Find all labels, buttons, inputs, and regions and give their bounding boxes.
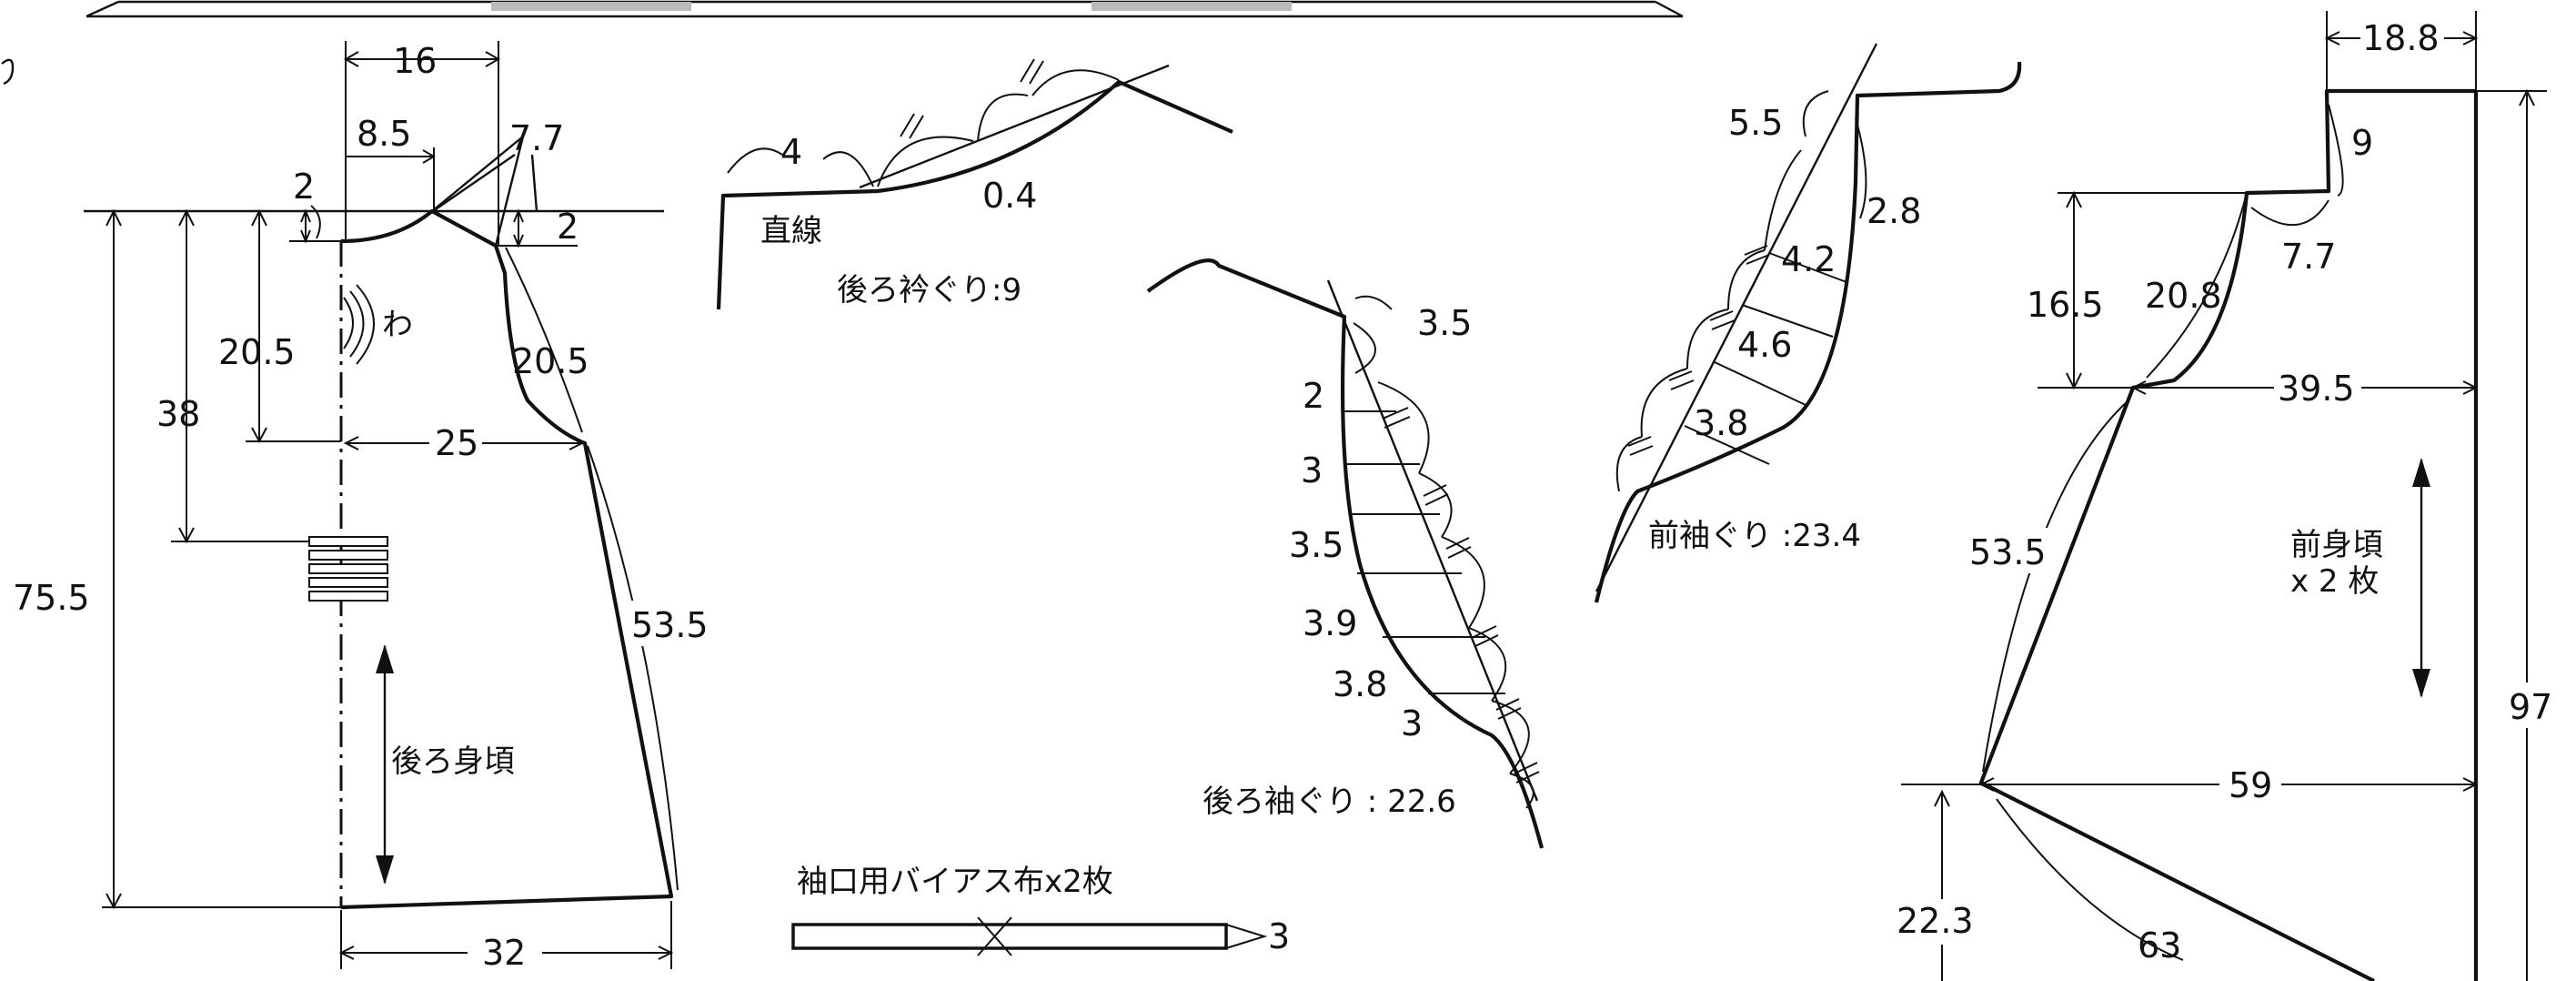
button-markers-icon — [308, 536, 388, 602]
front-armhole-tick-marks — [1627, 245, 1770, 456]
dim-armhole-back-0: 3.5 — [1417, 303, 1472, 343]
dim-armhole-back-4: 3.9 — [1303, 603, 1357, 643]
dim-front-side-upper: 53.5 — [1969, 532, 2047, 572]
dim-armhole-front-0: 5.5 — [1728, 103, 1783, 143]
match-tick-marks — [900, 58, 1044, 139]
front-armhole-outline — [1594, 61, 2022, 603]
dim-armhole-back-5: 3.8 — [1333, 664, 1387, 704]
dim-neck-inner: 8.5 — [357, 114, 411, 154]
top-partial-piece — [86, 0, 1684, 18]
fold-mark-label: わ — [382, 307, 413, 343]
dim-drop-right: 2 — [557, 207, 579, 247]
front-bodice-label-line2: x 2 枚 — [2290, 563, 2379, 600]
bias-strip: 袖口用バイアス布x2枚 3 — [791, 864, 1290, 956]
edge-mark — [1, 58, 15, 86]
back-bodice-label: 後ろ身頃 — [391, 743, 515, 780]
front-armhole-detail: 5.5 2.8 4.2 4.6 3.8 前袖ぐり :23.4 — [1594, 43, 2022, 603]
dim-front-shoulder: 7.7 — [2281, 237, 2336, 277]
front-grainline-arrow-icon — [2412, 458, 2430, 698]
straight-label: 直線 — [760, 213, 822, 249]
dim-armhole-back-6: 3 — [1401, 703, 1423, 743]
armhole-crossing-lines — [1344, 410, 1505, 694]
dim-front-neck-depth: 9 — [2351, 123, 2373, 163]
dim-length: 75.5 — [13, 578, 90, 618]
dim-front-armhole-depth: 16.5 — [2027, 285, 2104, 325]
dim-gap: 0.4 — [982, 176, 1037, 216]
dim-front-neck-width: 18.8 — [2362, 18, 2440, 58]
dim-drop-left: 2 — [293, 167, 315, 207]
back-armhole-outline — [1146, 258, 1545, 849]
dim-side: 53.5 — [631, 605, 709, 645]
dim-front-side-lower: 63 — [2138, 925, 2181, 966]
dim-hem: 32 — [482, 933, 526, 973]
bias-cross-icon — [977, 916, 1012, 956]
front-bodice: 18.8 9 7.7 20.8 16.5 39.5 53.5 59 — [1892, 11, 2563, 981]
front-armhole-caption: 前袖ぐり :23.4 — [1648, 518, 1861, 554]
back-armhole-detail: 3.5 2 3 3.5 3.9 3.8 3 後ろ袖ぐり : 22.6 — [1146, 258, 1545, 849]
back-neckline-detail: 4 0.4 直線 後ろ衿ぐり:9 — [716, 58, 1233, 310]
dim-chest: 25 — [435, 423, 478, 463]
bias-strip-label: 袖口用バイアス布x2枚 — [797, 864, 1113, 900]
front-bodice-label-line1: 前身頃 — [2290, 527, 2383, 563]
back-bodice: 16 8.5 7.7 2 2 20.5 20.5 25 — [9, 41, 715, 976]
dim-armhole-front-1: 2.8 — [1867, 191, 1921, 231]
front-armhole-diagonal — [1595, 43, 1878, 592]
dim-armhole-front-4: 3.8 — [1694, 403, 1748, 443]
back-neckline-outline — [716, 79, 1233, 310]
front-bodice-outline — [1978, 88, 2476, 981]
armhole-tick-marks — [1382, 407, 1540, 784]
dim-armhole-depth: 20.5 — [218, 332, 296, 372]
dim-neck-width: 16 — [393, 41, 437, 81]
back-neckline-caption: 後ろ衿ぐり:9 — [837, 272, 1021, 308]
back-bodice-outline — [340, 208, 674, 910]
dim-front-length: 97 — [2509, 687, 2552, 727]
dim-armhole-back-3: 3.5 — [1289, 525, 1343, 565]
dim-front-armhole-curve: 20.8 — [2145, 276, 2222, 316]
dim-armhole-front-2: 4.2 — [1781, 239, 1836, 279]
fold-mark-icon — [343, 284, 375, 365]
dim-armhole-back-2: 3 — [1301, 450, 1323, 490]
grainline-arrow-icon — [376, 644, 394, 885]
back-armhole-caption: 後ろ袖ぐり : 22.6 — [1202, 784, 1456, 820]
armhole-diagonal — [1326, 279, 1539, 802]
dim-armhole-front-3: 4.6 — [1737, 325, 1792, 365]
dim-shoulder: 7.7 — [509, 118, 564, 158]
bias-strip-width: 3 — [1268, 916, 1290, 956]
neckline-straight-line — [859, 64, 1170, 189]
dim-button-pos: 38 — [156, 394, 200, 434]
dim-front-drop: 22.3 — [1897, 901, 1974, 941]
shoulder-ref-line — [431, 136, 524, 212]
dim-armhole-back-1: 2 — [1303, 376, 1324, 416]
dim-front-chest: 39.5 — [2278, 369, 2355, 409]
dim-front-width: 59 — [2229, 765, 2272, 805]
bias-strip-rect — [791, 923, 1228, 950]
dim-straight: 4 — [780, 132, 802, 172]
front-armhole-crossing-lines — [1684, 252, 1847, 465]
